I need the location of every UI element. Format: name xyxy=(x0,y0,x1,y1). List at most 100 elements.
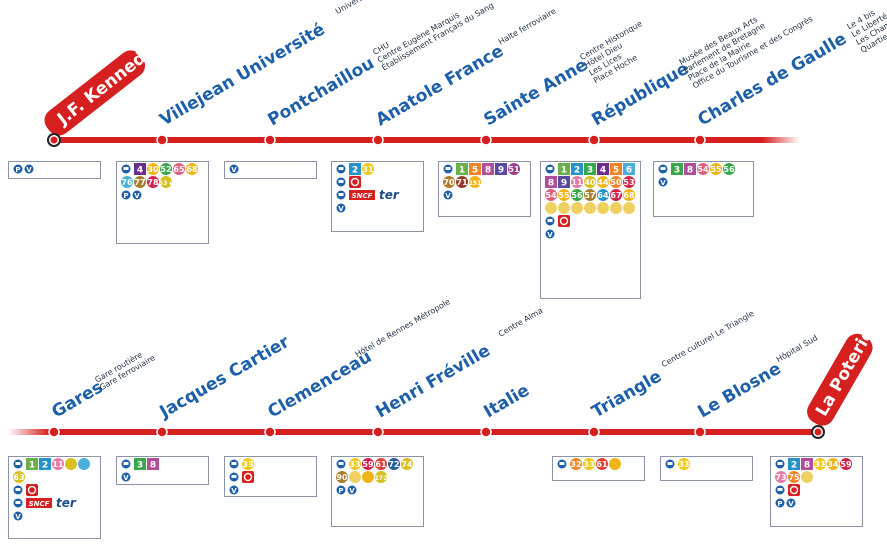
station-dot-clemenceau[interactable] xyxy=(264,426,276,438)
bus-line-badge[interactable]: 33 xyxy=(242,458,254,470)
bus-line-badge[interactable]: 50 xyxy=(610,176,622,188)
bus-line-badge[interactable] xyxy=(558,202,570,214)
station-dot-republique[interactable] xyxy=(588,134,600,146)
bus-line-badge[interactable]: 5 xyxy=(610,163,622,176)
bus-line-badge[interactable]: 11 xyxy=(52,458,64,470)
bus-line-badge[interactable] xyxy=(65,458,77,470)
bus-line-badge[interactable]: 33 xyxy=(678,458,690,470)
bus-line-badge[interactable]: 1 xyxy=(26,458,38,471)
bus-line-badge[interactable]: 65 xyxy=(173,163,185,175)
bus-line-badge[interactable]: 61 xyxy=(596,458,608,470)
bus-line-badge[interactable]: 2 xyxy=(571,163,583,176)
bus-line-badge[interactable]: 59 xyxy=(840,458,852,470)
bus-line-badge[interactable]: 77 xyxy=(134,176,146,188)
bus-line-badge[interactable]: 33 xyxy=(814,458,826,470)
bus-line-badge[interactable]: 4 xyxy=(134,163,146,176)
bus-line-badge[interactable]: 51 xyxy=(508,163,520,175)
bus-line-badge[interactable]: 8 xyxy=(545,176,557,189)
bus-line-badge[interactable] xyxy=(545,202,557,214)
station-dot-sainte-anne[interactable] xyxy=(480,134,492,146)
bus-line-badge[interactable]: 63 xyxy=(13,471,25,483)
bus-line-badge[interactable]: 3 xyxy=(584,163,596,176)
bus-line-badge[interactable]: 34 xyxy=(827,458,839,470)
bus-line-badge[interactable]: 52 xyxy=(160,163,172,175)
bus-line-badge[interactable]: 76 xyxy=(121,176,133,188)
bus-line-badge[interactable]: 31 xyxy=(362,163,374,175)
bus-line-badge[interactable]: 40 xyxy=(584,176,596,188)
bus-line-badge[interactable] xyxy=(571,202,583,214)
station-dot-anatole-france[interactable] xyxy=(372,134,384,146)
station-dot-charles-de-gaulle[interactable] xyxy=(694,134,706,146)
bus-line-badge[interactable]: 8 xyxy=(147,458,159,471)
bus-line-badge[interactable]: 2 xyxy=(349,163,361,176)
bus-line-badge[interactable]: 72 xyxy=(388,458,400,470)
bus-line-badge[interactable]: 59 xyxy=(362,458,374,470)
bus-line-badge[interactable]: 153 ex xyxy=(155,176,178,188)
bus-line-badge[interactable]: 70 xyxy=(443,176,455,188)
bus-line-badge[interactable]: 75 xyxy=(788,471,800,483)
station-dot-italie[interactable] xyxy=(480,426,492,438)
station-dot-villejean-universite[interactable] xyxy=(156,134,168,146)
bus-line-badge[interactable]: 3 xyxy=(671,163,683,176)
bus-line-badge[interactable]: 172 xyxy=(375,471,388,483)
bus-line-badge[interactable]: 54 xyxy=(697,163,709,175)
bus-line-badge[interactable]: 33 xyxy=(349,458,361,470)
bus-line-badge[interactable]: 44 xyxy=(597,176,609,188)
station-label-italie[interactable]: Italie xyxy=(481,380,534,422)
bus-line-badge[interactable]: 3 xyxy=(134,458,146,471)
bus-line-badge[interactable]: 11 xyxy=(571,176,583,188)
station-dot-pontchaillou[interactable] xyxy=(264,134,276,146)
bus-line-badge[interactable]: 8 xyxy=(482,163,494,176)
bus-line-badge[interactable]: 64 xyxy=(597,189,609,201)
bus-line-badge[interactable]: 55 xyxy=(710,163,722,175)
bus-line-badge[interactable]: 2 xyxy=(788,458,800,471)
bus-line-badge[interactable]: 32 xyxy=(570,458,582,470)
bus-line-badge[interactable]: 68 xyxy=(186,163,198,175)
bus-line-badge[interactable]: 4 xyxy=(597,163,609,176)
bus-line-badge[interactable]: 56 xyxy=(571,189,583,201)
bus-line-badge[interactable]: 78 xyxy=(147,176,159,188)
bus-line-badge[interactable]: 56 xyxy=(723,163,735,175)
station-dot-le-blosne[interactable] xyxy=(694,426,706,438)
bus-line-badge[interactable]: 8 xyxy=(801,458,813,471)
bus-line-badge[interactable]: 90 xyxy=(336,471,348,483)
bus-line-badge[interactable]: 9 xyxy=(558,176,570,189)
bus-line-badge[interactable]: 57 xyxy=(584,189,596,201)
bus-line-badge[interactable] xyxy=(584,202,596,214)
bus-line-badge[interactable]: 6 xyxy=(623,163,635,176)
station-dot-henri-freville[interactable] xyxy=(372,426,384,438)
bus-line-badge[interactable]: 2 xyxy=(39,458,51,471)
bus-line-badge[interactable]: 53 xyxy=(623,176,635,188)
bus-line-badge[interactable]: 71 xyxy=(456,176,468,188)
bus-line-badge[interactable]: 8 xyxy=(684,163,696,176)
station-dot-gares[interactable] xyxy=(48,426,60,438)
bus-line-badge[interactable]: 55 xyxy=(558,189,570,201)
bus-line-badge[interactable] xyxy=(623,202,635,214)
bus-line-badge[interactable]: 9 xyxy=(495,163,507,176)
bus-line-badge[interactable] xyxy=(362,471,374,483)
bus-line-badge[interactable]: 74 xyxy=(401,458,413,470)
bus-line-badge[interactable]: 30 xyxy=(147,163,159,175)
bus-line-badge[interactable]: 151 xyxy=(469,176,482,188)
bus-line-badge[interactable]: 5 xyxy=(469,163,481,176)
bus-line-badge[interactable] xyxy=(597,202,609,214)
bus-line-badge[interactable]: 1 xyxy=(456,163,468,176)
bus-line-badge[interactable] xyxy=(349,471,361,483)
bus-line-badge[interactable]: 61 xyxy=(375,458,387,470)
bus-line-badge[interactable]: 68 xyxy=(623,189,635,201)
bus-line-badge[interactable] xyxy=(801,471,813,483)
bus-line-badge[interactable] xyxy=(78,458,90,470)
bus-line-badge[interactable]: 67 xyxy=(610,189,622,201)
station-dot-triangle[interactable] xyxy=(588,426,600,438)
station-dot-jacques-cartier[interactable] xyxy=(156,426,168,438)
bus-line-badge[interactable] xyxy=(609,458,621,470)
bus-line-badge[interactable]: 33 xyxy=(583,458,595,470)
bus-line-badge[interactable]: 54 xyxy=(545,189,557,201)
bus-line-badge[interactable] xyxy=(610,202,622,214)
